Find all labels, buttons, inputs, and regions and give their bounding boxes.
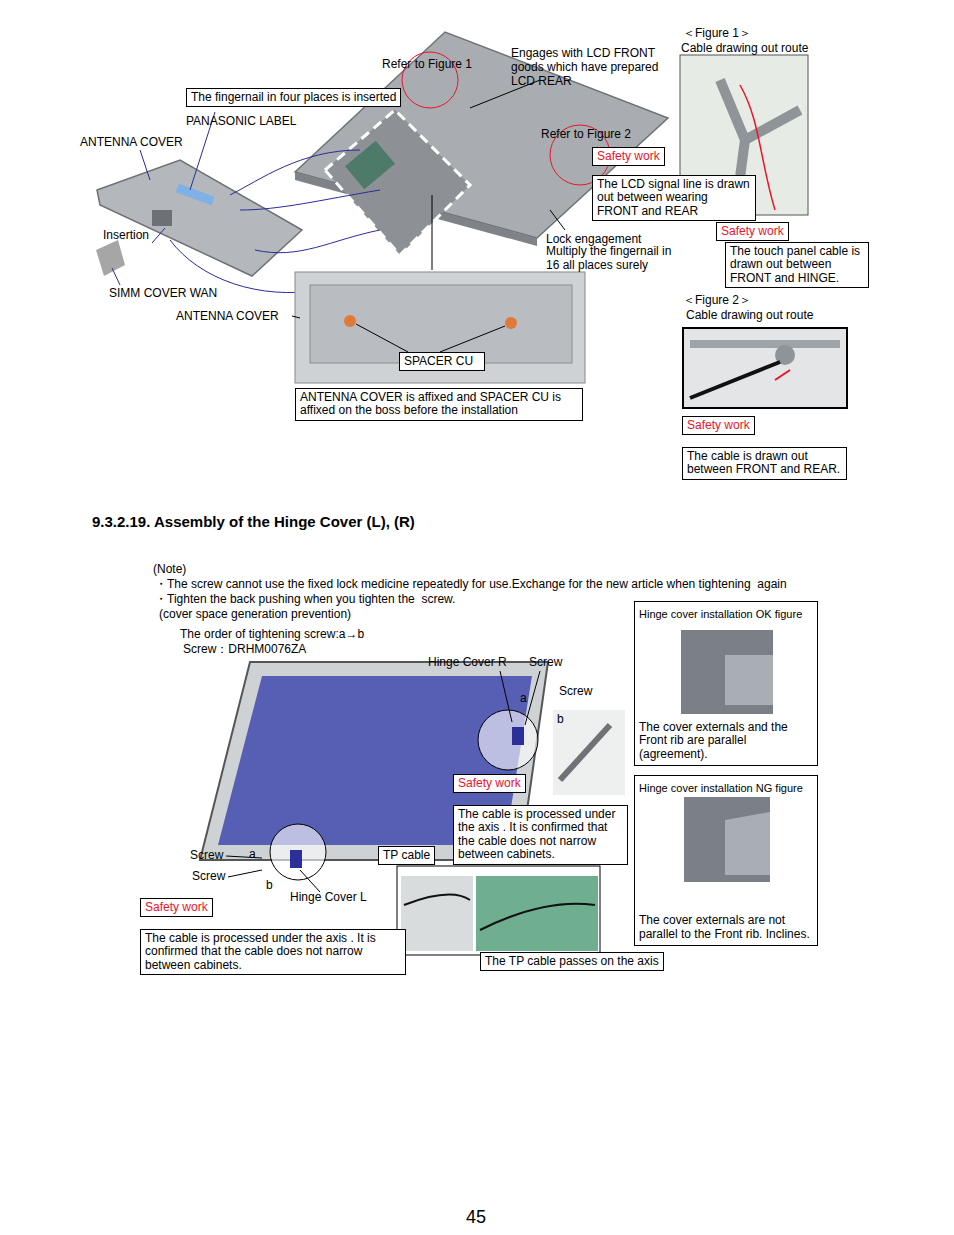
part-label: PANASONIC LABEL bbox=[186, 115, 296, 129]
note-box: The TP cable passes on the axis bbox=[480, 952, 664, 971]
spacer bbox=[344, 315, 356, 327]
dashed-area bbox=[325, 110, 470, 255]
tp-cable-panel bbox=[397, 866, 600, 955]
box-text: ANTENNA COVER is affixed and SPACER CU i… bbox=[300, 391, 578, 418]
callout-letter: b bbox=[266, 879, 273, 893]
box-text: The cover externals are not parallel to … bbox=[639, 914, 813, 941]
part-label: Screw：DRHM0076ZA bbox=[183, 643, 306, 657]
part-label: Cable drawing out route bbox=[686, 309, 813, 323]
part-label: (Note) bbox=[153, 563, 186, 577]
box-heading: Hinge cover installation OK figure bbox=[639, 608, 813, 620]
box-heading: Hinge cover installation NG figure bbox=[639, 782, 813, 794]
part-label: ・The screw cannot use the fixed lock med… bbox=[155, 578, 787, 592]
safety-work-box: Safety work bbox=[682, 416, 755, 435]
leader-lines bbox=[432, 80, 565, 270]
antenna-cover bbox=[97, 160, 302, 276]
cable bbox=[404, 895, 595, 930]
hinge-r-photo bbox=[553, 710, 625, 795]
part-label: (cover space generation prevention) bbox=[159, 608, 351, 622]
antenna-clip bbox=[152, 210, 172, 226]
note-box: TP cable bbox=[378, 846, 435, 865]
part-label: Screw bbox=[190, 849, 223, 863]
hinge-r-detail bbox=[478, 710, 538, 770]
safety-work-box: Safety work bbox=[140, 898, 213, 917]
note-box: The LCD signal line is drawn out between… bbox=[592, 175, 756, 221]
hinge-cover bbox=[725, 655, 773, 705]
hinge-rail bbox=[690, 340, 840, 348]
leader-lines bbox=[292, 316, 505, 352]
box-text: The LCD signal line is drawn out between… bbox=[597, 178, 751, 218]
part-label: SIMM COVER WAN bbox=[109, 287, 217, 301]
part-label: Cable drawing out route bbox=[681, 42, 808, 56]
part-label: 45 bbox=[466, 1207, 486, 1228]
part-label: ・Tighten the back pushing when you tight… bbox=[155, 593, 455, 607]
part-label: ANTENNA COVER bbox=[176, 310, 279, 324]
box-text: Safety work bbox=[597, 150, 660, 163]
part-label: ＜Figure 2＞ bbox=[683, 294, 751, 308]
box-text: Safety work bbox=[721, 225, 784, 238]
note-box: ANTENNA COVER is affixed and SPACER CU i… bbox=[295, 388, 583, 421]
part-label: ANTENNA COVER bbox=[80, 136, 183, 150]
hinge-l-detail bbox=[270, 824, 326, 880]
hinge-cover bbox=[725, 812, 770, 875]
safety-work-box: Safety work bbox=[716, 222, 789, 241]
connector-plate bbox=[345, 141, 395, 190]
note-box: The fingernail in four places is inserte… bbox=[186, 88, 401, 107]
part-label: Hinge Cover L bbox=[290, 891, 367, 905]
note-box: The cable is drawn out between FRONT and… bbox=[682, 447, 847, 480]
tp-photo bbox=[401, 876, 473, 951]
note-box: Hinge cover installation OK figureThe co… bbox=[634, 601, 818, 766]
part-label: Hinge Cover R bbox=[428, 656, 507, 670]
part-label: Screw bbox=[559, 685, 592, 699]
part-label: Engages with LCD FRONT goods which have … bbox=[511, 47, 671, 88]
callout-letter: a bbox=[249, 848, 256, 862]
box-text: Safety work bbox=[145, 901, 208, 914]
box-text: SPACER CU bbox=[404, 355, 480, 368]
hinge-cover-l bbox=[290, 850, 302, 868]
note-box: The touch panel cable is drawn out betwe… bbox=[725, 242, 869, 288]
note-box: The cable is processed under the axis . … bbox=[140, 929, 406, 975]
panasonic-label bbox=[176, 184, 215, 205]
box-text: Safety work bbox=[458, 777, 521, 790]
box-text: The fingernail in four places is inserte… bbox=[191, 91, 396, 104]
part-label: Refer to Figure 1 bbox=[382, 58, 472, 72]
cable bbox=[690, 362, 780, 398]
hinge bbox=[560, 725, 610, 780]
spacer bbox=[505, 317, 517, 329]
section-heading: 9.3.2.19. Assembly of the Hinge Cover (L… bbox=[92, 513, 415, 530]
part-label: The order of tightening screw:a→b bbox=[180, 628, 364, 642]
box-text: The touch panel cable is drawn out betwe… bbox=[730, 245, 864, 285]
ok-photo bbox=[681, 630, 773, 714]
note-box: SPACER CU bbox=[399, 352, 485, 371]
arrow bbox=[775, 370, 790, 380]
hinge-cover-r bbox=[512, 727, 524, 745]
box-text: Safety work bbox=[687, 419, 750, 432]
spacer-photo bbox=[295, 272, 585, 383]
box-text: The TP cable passes on the axis bbox=[485, 955, 659, 968]
simm-cover bbox=[96, 240, 125, 276]
callout-letter: b bbox=[557, 713, 564, 727]
callout-letter: a bbox=[520, 692, 527, 706]
note-box: Hinge cover installation NG figureThe co… bbox=[634, 775, 818, 946]
box-text: TP cable bbox=[383, 849, 430, 862]
part-label: Refer to Figure 2 bbox=[541, 128, 631, 142]
tp-photo bbox=[476, 876, 598, 951]
box-text: The cover externals and the Front rib ar… bbox=[639, 721, 813, 761]
part-label: Screw bbox=[192, 870, 225, 884]
safety-work-box: Safety work bbox=[453, 774, 526, 793]
box-text: The cable is processed under the axis . … bbox=[458, 808, 623, 862]
part-label: Multiply the fingernail in 16 all places… bbox=[546, 245, 681, 273]
ng-photo bbox=[684, 797, 770, 882]
figure2-photo bbox=[683, 328, 847, 408]
safety-work-box: Safety work bbox=[592, 147, 665, 166]
note-box: The cable is processed under the axis . … bbox=[453, 805, 628, 865]
box-text: The cable is processed under the axis . … bbox=[145, 932, 401, 972]
box-text: The cable is drawn out between FRONT and… bbox=[687, 450, 842, 477]
part-label: Screw bbox=[529, 656, 562, 670]
part-label: Insertion bbox=[103, 229, 149, 243]
part-label: ＜Figure 1＞ bbox=[683, 27, 751, 41]
